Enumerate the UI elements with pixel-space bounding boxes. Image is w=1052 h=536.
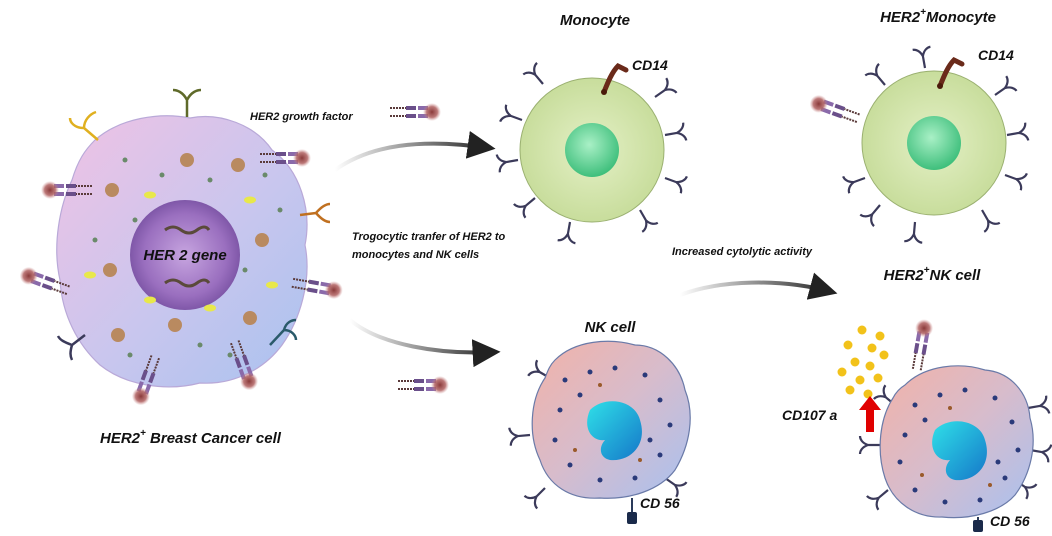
- cd14-label-right: CD14: [978, 47, 1014, 63]
- her2-monocyte-title-her2: HER2: [880, 9, 921, 26]
- cd56-marker-left: [627, 512, 637, 524]
- cancer-organelles: [84, 153, 283, 358]
- her2-growth-factor-label: HER2 growth factor: [250, 111, 353, 123]
- her2-gene-label: HER 2 gene: [143, 247, 226, 264]
- her2-monocyte-title-sup: +: [920, 7, 926, 18]
- her2-monocyte-nucleus: [907, 116, 961, 170]
- her2-nk-title-rest: NK cell: [930, 267, 982, 284]
- nk-cell: [508, 340, 691, 524]
- her2-fragment-bottom: [397, 375, 450, 395]
- cancer-title-sup: +: [140, 428, 146, 439]
- monocyte-title: Monocyte: [560, 12, 630, 29]
- dna-icon: [164, 278, 211, 288]
- cancer-title-her2: HER2: [100, 430, 141, 447]
- her2-on-monocyte: [806, 91, 863, 128]
- cd14-label-left: CD14: [632, 57, 668, 73]
- arrow-cytolytic: [679, 272, 838, 300]
- her2-on-nk: [906, 316, 936, 373]
- cancer-cell: [16, 88, 346, 409]
- trogocytic-label-line1: Trogocytic tranfer of HER2 to: [352, 231, 505, 243]
- her2-monocyte-cell: [806, 45, 1030, 244]
- cd14-marker-right: [937, 56, 965, 89]
- nk-granules-brown: [573, 383, 642, 462]
- cd56-label-right: CD 56: [990, 513, 1030, 529]
- cancer-receptors: [56, 88, 331, 361]
- red-up-arrow: [859, 396, 881, 432]
- cd14-marker-left: [601, 62, 629, 95]
- her2-monocyte-title: HER2+Monocyte: [880, 7, 996, 26]
- cd107a-label: CD107 a: [782, 407, 837, 423]
- her2-nk-granules-brown: [920, 406, 992, 487]
- her2-monocyte-title-rest: Monocyte: [926, 9, 996, 26]
- cancer-nucleus: [130, 200, 240, 310]
- cancer-cell-title: HER2+ Breast Cancer cell: [100, 428, 282, 447]
- cytolytic-label: Increased cytolytic activity: [672, 246, 813, 258]
- arrow-to-monocyte: [333, 130, 496, 172]
- trogocytic-label-line2: monocytes and NK cells: [352, 249, 479, 261]
- cancer-title-rest: Breast Cancer cell: [146, 430, 282, 447]
- nk-nucleus: [587, 401, 642, 461]
- her2-nk-cell: [858, 316, 1052, 532]
- her2-nk-title: HER2+NK cell: [884, 265, 982, 284]
- nk-granules: [552, 365, 673, 483]
- cd56-marker-right: [973, 520, 983, 532]
- dna-icon: [164, 225, 211, 235]
- her2-nk-granules: [897, 387, 1021, 505]
- her2-fragment-top: [389, 102, 442, 122]
- cd107a-granules: [837, 325, 889, 399]
- nk-cell-title: NK cell: [585, 319, 637, 336]
- arrow-to-nk: [348, 318, 501, 368]
- her2-nk-title-her2: HER2: [884, 267, 925, 284]
- her2-nk-nucleus: [932, 421, 987, 481]
- cd56-label-left: CD 56: [640, 495, 680, 511]
- monocyte-cell: [495, 61, 688, 245]
- monocyte-nucleus: [565, 123, 619, 177]
- her2-nk-title-sup: +: [924, 265, 930, 276]
